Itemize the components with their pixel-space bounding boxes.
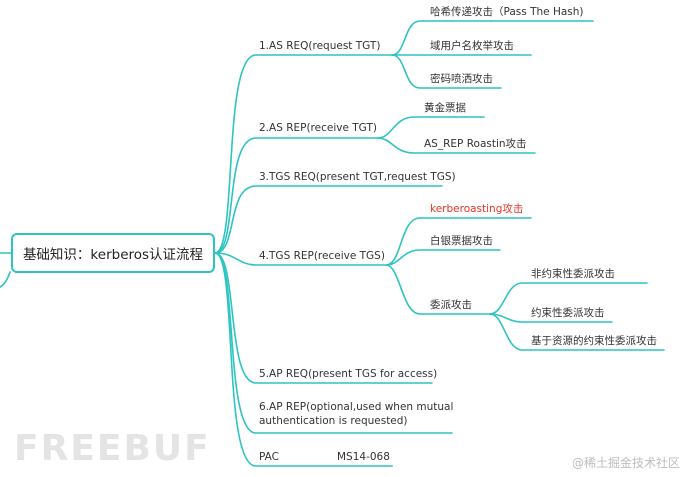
node-constrained[interactable]: 约束性委派攻击 xyxy=(531,307,605,319)
node-ms14-068[interactable]: MS14-068 xyxy=(337,451,390,463)
line-password-spray xyxy=(391,54,502,89)
juejin-watermark: @稀土掘金技术社区 xyxy=(571,456,680,470)
line-pass-the-hash xyxy=(391,20,594,56)
branch-as-req xyxy=(214,54,393,254)
root-lower-stub xyxy=(0,271,11,288)
node-tgs-req[interactable]: 3.TGS REQ(present TGT,request TGS) xyxy=(259,171,456,183)
node-delegation[interactable]: 委派攻击 xyxy=(430,299,472,311)
node-tgs-rep[interactable]: 4.TGS REP(receive TGS) xyxy=(259,250,385,262)
branch-as-rep xyxy=(214,137,379,254)
node-silver-ticket[interactable]: 白银票据攻击 xyxy=(430,235,493,247)
line-delegation xyxy=(385,264,491,315)
node-pac[interactable]: PAC xyxy=(259,451,279,463)
line-golden-ticket xyxy=(377,116,485,139)
branch-ap-req xyxy=(214,252,433,384)
line-rbcd xyxy=(489,313,665,351)
branch-tgs-req xyxy=(214,185,443,254)
root-node[interactable]: 基础知识：kerberos认证流程 xyxy=(11,233,215,273)
line-silver-ticket xyxy=(385,249,501,266)
node-as-req[interactable]: 1.AS REQ(request TGT) xyxy=(259,40,381,52)
node-password-spray[interactable]: 密码喷洒攻击 xyxy=(430,73,493,85)
branch-pac xyxy=(214,252,393,467)
line-unconstrained xyxy=(489,282,648,315)
freebuf-watermark: FREEBUF xyxy=(14,428,211,469)
node-pass-the-hash[interactable]: 哈希传递攻击（Pass The Hash) xyxy=(430,6,584,18)
node-ap-rep[interactable]: 6.AP REP(optional,used when mutual authe… xyxy=(259,401,454,427)
node-rbcd[interactable]: 基于资源的约束性委派攻击 xyxy=(531,335,657,347)
branch-tgs-rep xyxy=(214,252,387,266)
node-unconstrained[interactable]: 非约束性委派攻击 xyxy=(531,268,615,280)
node-kerberoasting[interactable]: kerberoasting攻击 xyxy=(430,203,524,215)
line-asrep-roasting xyxy=(377,137,536,154)
line-kerberoasting xyxy=(385,217,532,266)
node-asrep-roasting[interactable]: AS_REP Roastin攻击 xyxy=(424,138,527,150)
node-ap-req[interactable]: 5.AP REQ(present TGS for access) xyxy=(259,368,438,380)
node-as-rep[interactable]: 2.AS REP(receive TGT) xyxy=(259,122,377,134)
node-golden-ticket[interactable]: 黄金票据 xyxy=(424,102,466,114)
node-domain-user-enum[interactable]: 域用户名枚举攻击 xyxy=(430,40,514,52)
